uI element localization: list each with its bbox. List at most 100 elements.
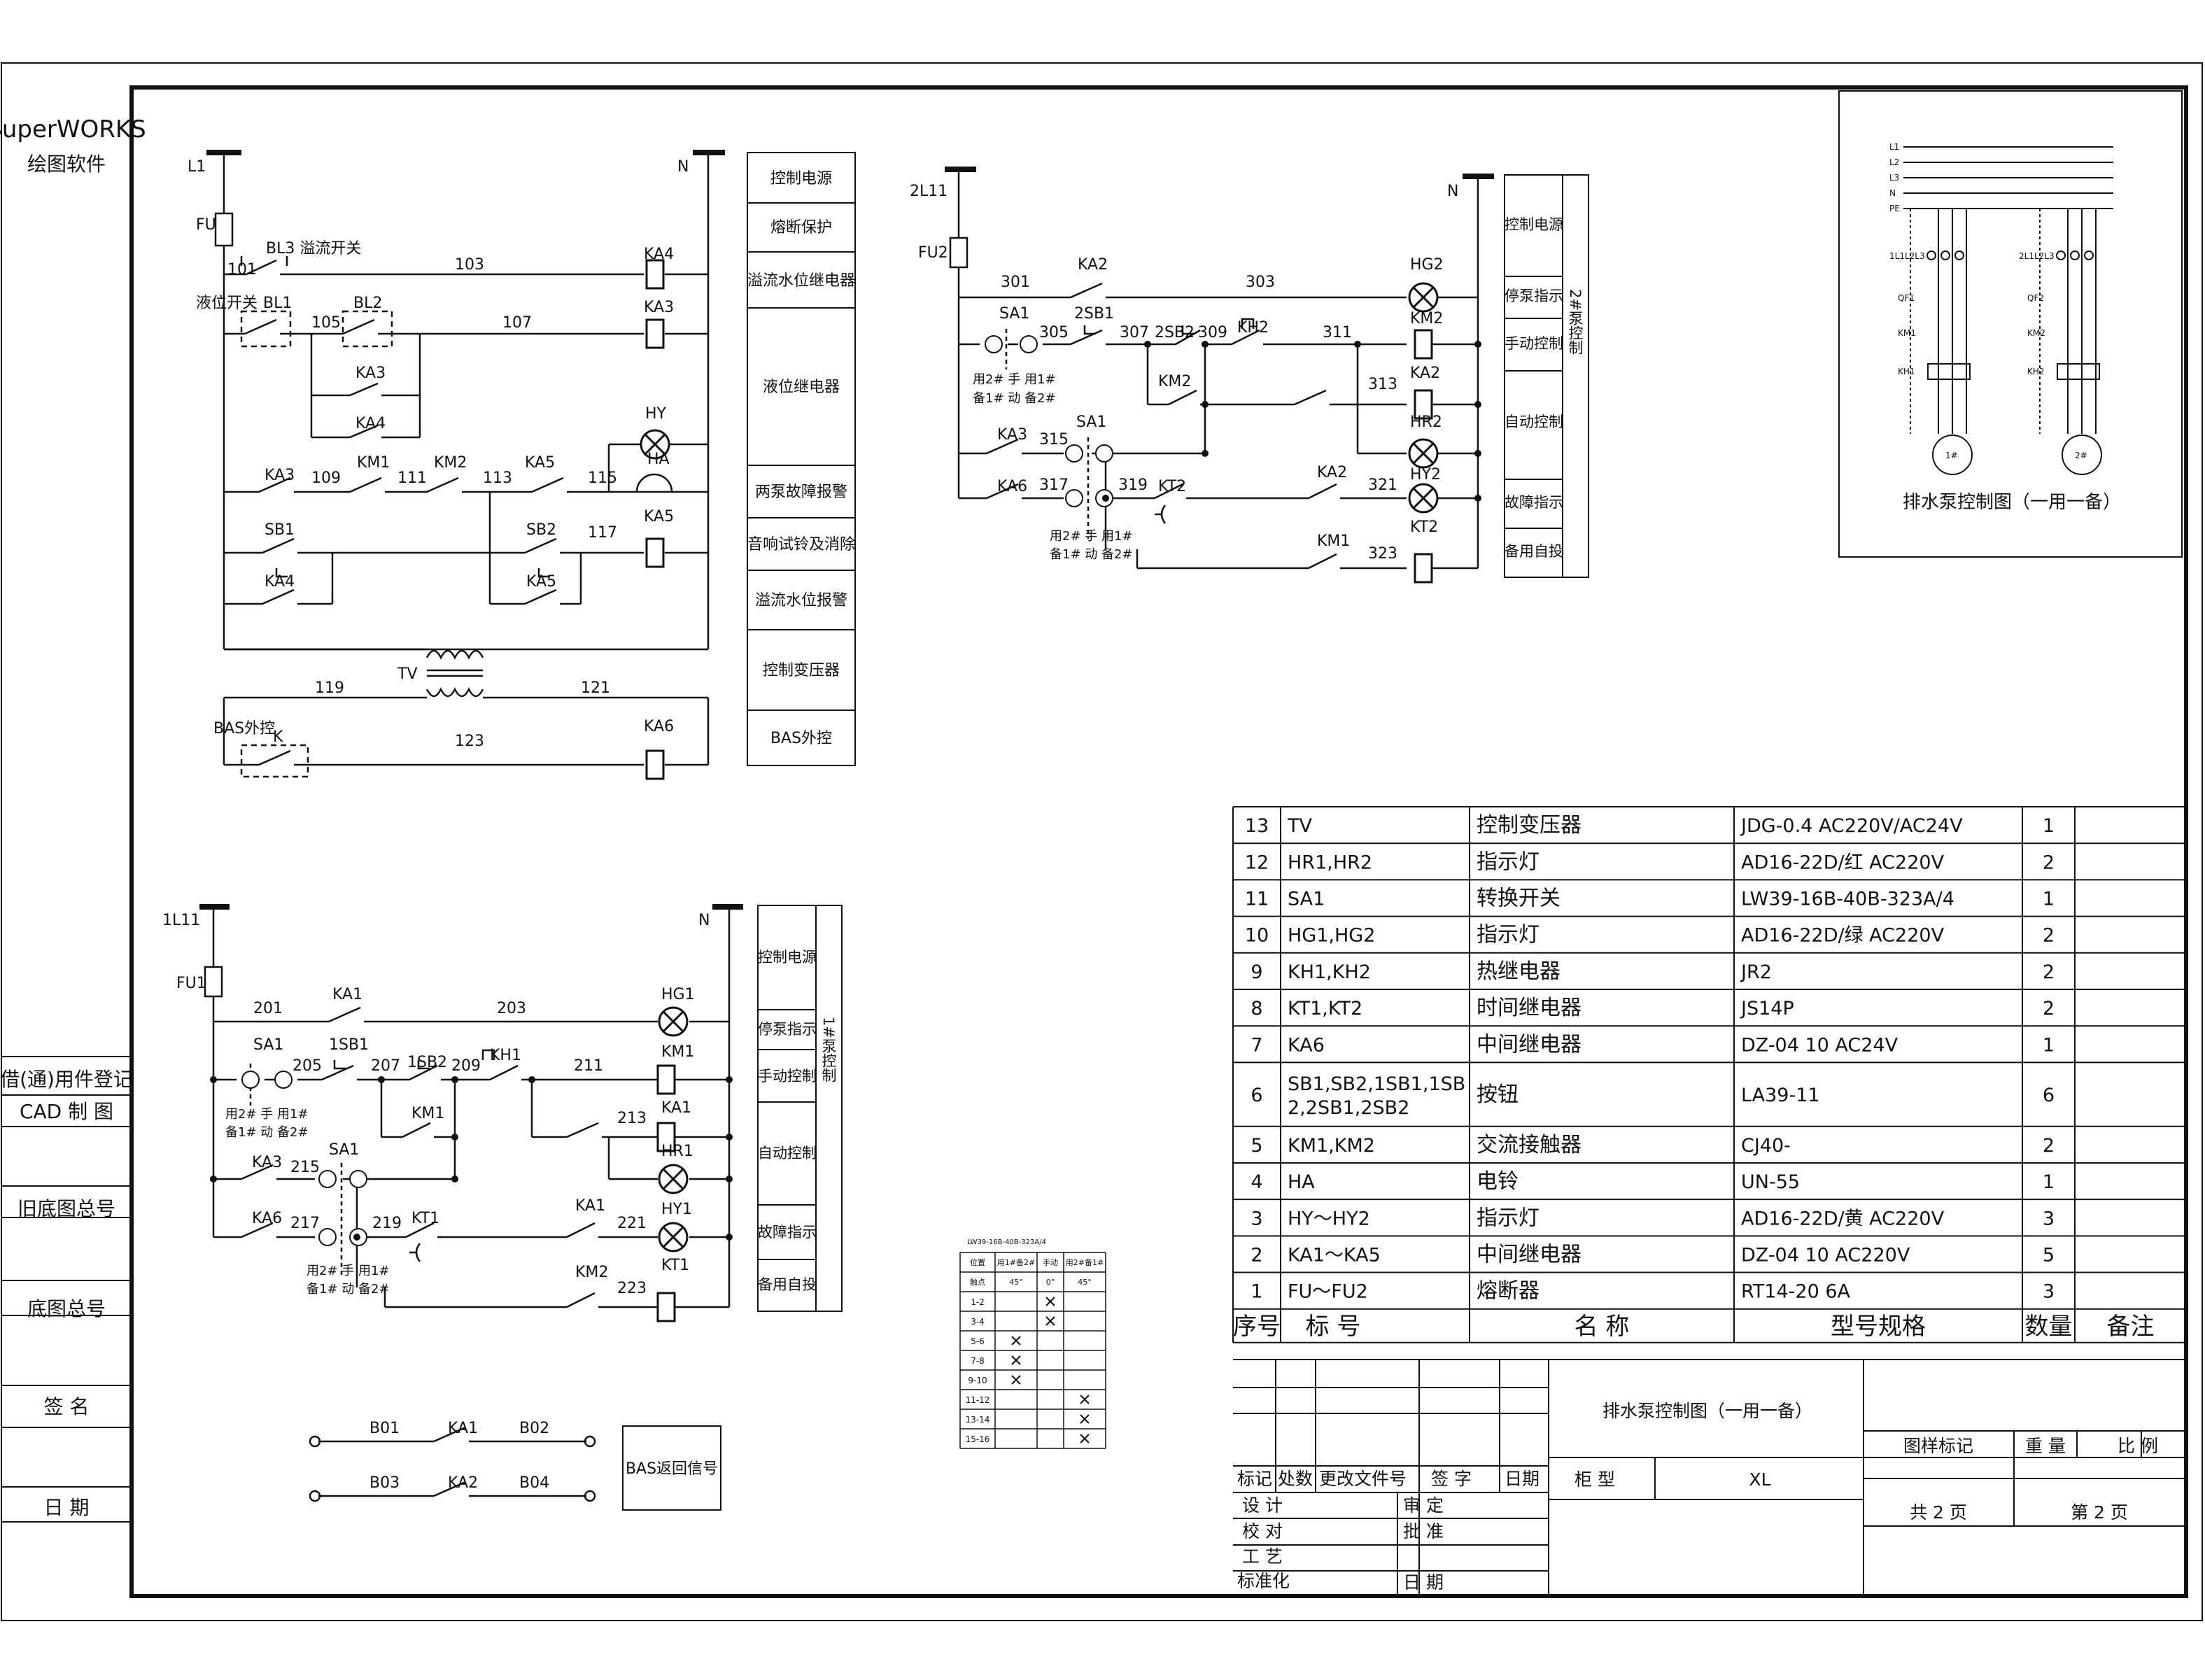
role-label: 工 艺 bbox=[1242, 1546, 1283, 1567]
c2-fuse: FU2 bbox=[918, 244, 948, 262]
bom-cell: 1 bbox=[1251, 1281, 1262, 1303]
bom-cell: 9 bbox=[1251, 961, 1262, 983]
legend3-item: 手动控制 bbox=[758, 1068, 817, 1085]
legend3-side: 1#泵控制 bbox=[820, 1017, 837, 1082]
sa-row: 5-6 bbox=[971, 1336, 1021, 1346]
c2-ka2-a: KA2 bbox=[1078, 256, 1108, 274]
c3-lamp-hr1: HR1 bbox=[661, 1143, 693, 1160]
bom-cell: HY～HY2 bbox=[1288, 1208, 1370, 1229]
c2-node: 323 bbox=[1368, 545, 1397, 563]
c3-coil-km1: KM1 bbox=[661, 1043, 694, 1061]
title-block: 排水泵控制图（一用一备） 标记 处数 更改文件号 签 字 日期 设 计 校 对 … bbox=[1233, 1359, 2186, 1596]
c2-ka3: KA3 bbox=[997, 426, 1027, 444]
c3-fuse: FU1 bbox=[176, 975, 206, 992]
strip-sign: 签 名 bbox=[44, 1395, 90, 1418]
c1-overflow-switch: BL3 溢流开关 bbox=[266, 240, 361, 257]
cabinet-label: 柜 型 bbox=[1575, 1469, 1615, 1490]
sa-contact: 15-16 bbox=[966, 1434, 990, 1444]
c1-node-113: 113 bbox=[483, 470, 512, 487]
c1-ka4-a: KA4 bbox=[355, 415, 386, 432]
bom-cell: KT1,KT2 bbox=[1288, 998, 1362, 1019]
legend-circuit1: 控制电源 熔断保护 溢流水位继电器 液位继电器 两泵故障报警 音响试铃及消除 溢… bbox=[747, 152, 856, 766]
bom-cell: 12 bbox=[1245, 852, 1269, 873]
bom-cell: 2,2SB1,2SB2 bbox=[1288, 1097, 1409, 1119]
c1-node-109: 109 bbox=[311, 470, 341, 487]
bom-cell: KM1,KM2 bbox=[1288, 1135, 1375, 1157]
c3-coil-kt1: KT1 bbox=[661, 1257, 689, 1274]
left-strip: SuperWORKS 绘图软件 借(通)用件登记 CAD 制 图 旧底图总号 底… bbox=[0, 115, 146, 1523]
inset-label: 2# bbox=[2075, 451, 2087, 460]
circuit2-labels: 2L11 N FU2 301 303 305 307 309 311 313 3… bbox=[910, 183, 1458, 563]
c1-node-121: 121 bbox=[581, 679, 610, 697]
c3-1sb1: 1SB1 bbox=[329, 1036, 369, 1054]
c2-sa-label: 用2# 手 用1# bbox=[1050, 529, 1133, 544]
c3-node: 209 bbox=[451, 1057, 481, 1075]
bom-cell: CJ40- bbox=[1741, 1135, 1791, 1157]
c1-node-103: 103 bbox=[455, 256, 484, 274]
c3-node: 213 bbox=[617, 1110, 647, 1127]
bas-contact-ka1: KA1 bbox=[448, 1420, 478, 1437]
sa-mark bbox=[1011, 1355, 1021, 1365]
c2-sa-label: 备1# 动 备2# bbox=[973, 391, 1056, 406]
c1-rail-n: N bbox=[677, 158, 689, 176]
c2-sa1-a: SA1 bbox=[999, 305, 1029, 323]
bom-cell: 按钮 bbox=[1477, 1082, 1519, 1107]
circuit3-devices bbox=[210, 1006, 733, 1322]
c1-lamp-hy: HY bbox=[645, 405, 667, 423]
c1-coil-ka3: KA3 bbox=[644, 299, 674, 316]
c2-ka6: KA6 bbox=[997, 478, 1027, 495]
c2-rail-n: N bbox=[1447, 183, 1458, 200]
sa-header: 45° bbox=[1078, 1278, 1092, 1287]
bas-term-b02: B02 bbox=[519, 1420, 549, 1437]
sa-mark bbox=[1011, 1375, 1021, 1385]
c1-node-119: 119 bbox=[315, 679, 344, 697]
c3-kh1: KH1 bbox=[490, 1047, 521, 1064]
legend2-item: 手动控制 bbox=[1505, 335, 1563, 352]
c3-ka3: KA3 bbox=[252, 1154, 282, 1171]
c2-node: 311 bbox=[1323, 324, 1352, 341]
bom-cell: HR1,HR2 bbox=[1288, 852, 1372, 873]
bom-cell: DZ-04 10 AC24V bbox=[1741, 1034, 1898, 1056]
bom-cell: DZ-04 10 AC220V bbox=[1741, 1244, 1910, 1266]
bas-term-b01: B01 bbox=[369, 1420, 400, 1437]
bom-cell: TV bbox=[1287, 815, 1312, 837]
c2-lamp-hr2: HR2 bbox=[1410, 414, 1442, 431]
strip-base-total: 底图总号 bbox=[27, 1297, 106, 1320]
inset-label: QF1 bbox=[1898, 293, 1915, 303]
inset-label: 1L1L2L3 bbox=[1889, 251, 1925, 261]
bom-header-cell: 名 称 bbox=[1575, 1313, 1630, 1341]
c3-rail-n: N bbox=[698, 912, 710, 929]
legend1-item: 音响试铃及消除 bbox=[747, 536, 855, 553]
bom-cell: 4 bbox=[1251, 1171, 1262, 1193]
sa-contact: 9-10 bbox=[968, 1376, 987, 1385]
circuit-pump1 bbox=[199, 904, 743, 1308]
inset-label: 2L1L2L3 bbox=[2019, 251, 2055, 261]
bom-cell: JS14P bbox=[1740, 998, 1794, 1019]
c3-node: 221 bbox=[617, 1215, 647, 1232]
sa-row: 11-12 bbox=[966, 1395, 1090, 1405]
bom-cell: 6 bbox=[2043, 1085, 2055, 1106]
inset-pump-diagram: L1 L2 L3 N PE 1L1L2L3 2L1L2L3 QF1 QF2 KM… bbox=[1838, 90, 2183, 558]
bom-cell: JR2 bbox=[1740, 961, 1772, 983]
c2-ka2-b: KA2 bbox=[1317, 464, 1347, 481]
c1-sb2: SB2 bbox=[526, 521, 556, 539]
bom-cell: 2 bbox=[2043, 998, 2055, 1019]
circuit1-labels: L1 N FU 101 103 105 107 109 111 113 115 … bbox=[188, 158, 689, 750]
bom-header-cell: 备注 bbox=[2107, 1313, 2155, 1341]
c3-rail: 1L11 bbox=[162, 912, 200, 929]
c2-2sb2: 2SB2 bbox=[1155, 324, 1195, 341]
role-label: 标准化 bbox=[1237, 1571, 1290, 1591]
c1-bl2: BL2 bbox=[353, 295, 382, 312]
bom-cell: FU～FU2 bbox=[1288, 1281, 1368, 1303]
inset-label: QF2 bbox=[2027, 293, 2044, 303]
inset-bus: L2 bbox=[1889, 157, 1899, 167]
legend1-item: 两泵故障报警 bbox=[755, 483, 847, 501]
c2-2sb1: 2SB1 bbox=[1074, 305, 1114, 323]
bom-cell: HA bbox=[1288, 1171, 1315, 1193]
c2-lamp-hy2: HY2 bbox=[1410, 466, 1441, 483]
